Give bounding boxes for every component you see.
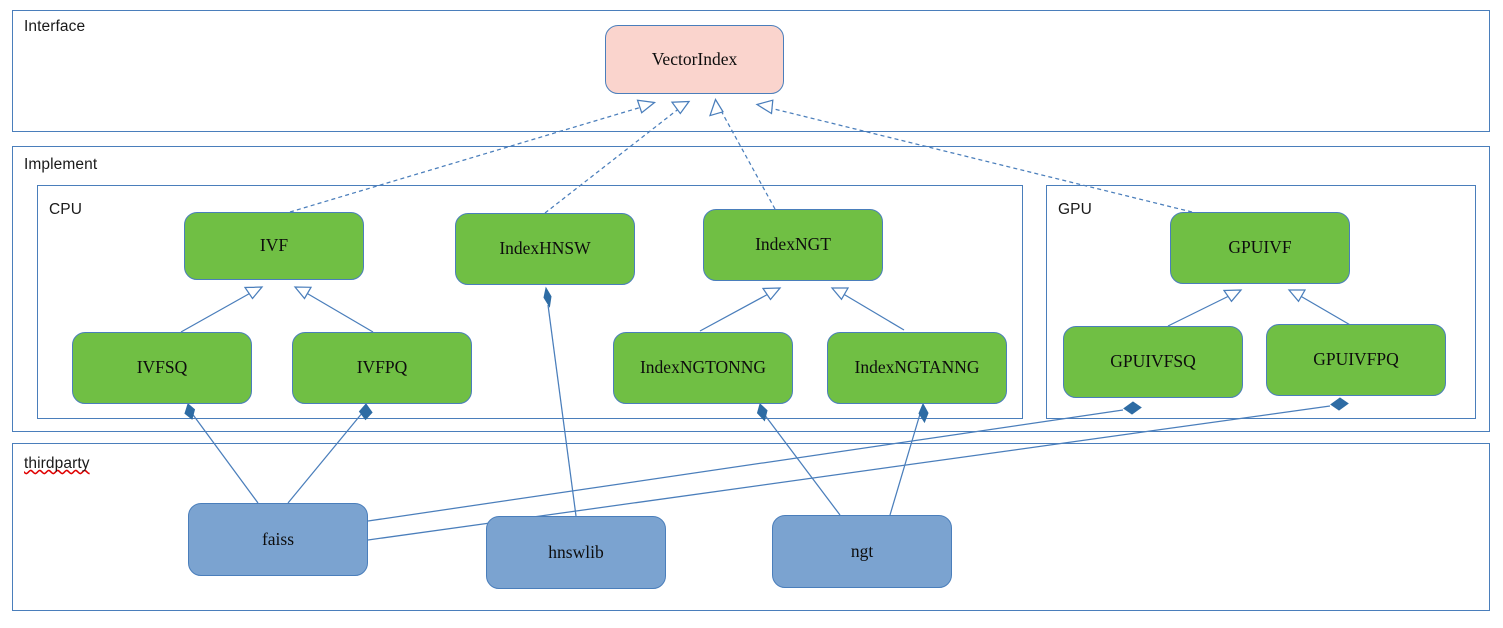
node-ivf[interactable]: IVF	[184, 212, 364, 280]
node-gpuivfpq[interactable]: GPUIVFPQ	[1266, 324, 1446, 396]
node-ivfpq-label: IVFPQ	[356, 357, 408, 378]
node-index-ngtonng-label: IndexNGTONNG	[639, 357, 767, 378]
node-hnswlib-label: hnswlib	[548, 541, 604, 562]
node-index-ngt-label: IndexNGT	[755, 234, 831, 255]
node-index-hnsw-label: IndexHNSW	[499, 238, 591, 259]
node-hnswlib[interactable]: hnswlib	[486, 516, 666, 589]
node-ivfpq[interactable]: IVFPQ	[292, 332, 472, 404]
group-thirdparty-label: thirdparty	[24, 455, 90, 472]
group-implement-label: Implement	[24, 156, 98, 173]
node-gpuivf[interactable]: GPUIVF	[1170, 212, 1350, 284]
node-ivfsq[interactable]: IVFSQ	[72, 332, 252, 404]
node-index-ngtonng[interactable]: IndexNGTONNG	[613, 332, 793, 404]
node-ngt-label: ngt	[850, 540, 874, 561]
node-index-ngt[interactable]: IndexNGT	[703, 209, 883, 281]
node-gpuivfpq-label: GPUIVFPQ	[1313, 349, 1399, 370]
node-index-ngtanng-label: IndexNGTANNG	[854, 357, 980, 378]
group-cpu-label: CPU	[49, 201, 83, 218]
node-gpuivfsq-label: GPUIVFSQ	[1110, 351, 1196, 372]
node-ivfsq-label: IVFSQ	[136, 357, 188, 378]
group-interface-label: Interface	[24, 18, 86, 35]
node-index-ngtanng[interactable]: IndexNGTANNG	[827, 332, 1007, 404]
node-faiss[interactable]: faiss	[188, 503, 368, 576]
node-vector-index[interactable]: VectorIndex	[605, 25, 784, 94]
node-gpuivf-label: GPUIVF	[1228, 237, 1292, 258]
group-gpu-label: GPU	[1058, 201, 1092, 218]
node-vector-index-label: VectorIndex	[651, 48, 738, 69]
node-faiss-label: faiss	[261, 528, 295, 549]
node-index-hnsw[interactable]: IndexHNSW	[455, 213, 635, 285]
node-gpuivfsq[interactable]: GPUIVFSQ	[1063, 326, 1243, 398]
node-ivf-label: IVF	[259, 235, 289, 256]
node-ngt[interactable]: ngt	[772, 515, 952, 588]
